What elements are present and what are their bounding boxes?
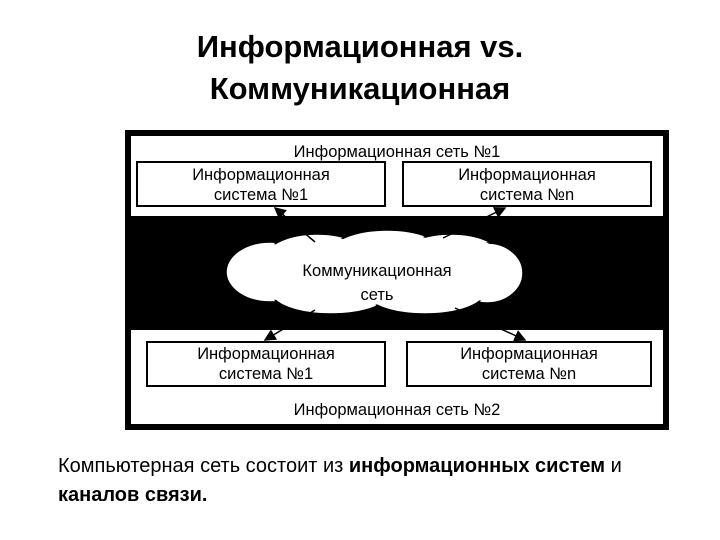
arrow-to-top-right <box>442 207 507 239</box>
info-system-bottom-left-line1: Информационная <box>197 345 335 363</box>
caption-part-1: Компьютерная сеть состоит из <box>58 455 349 477</box>
title-line-2: Коммуникационная <box>209 71 511 106</box>
arrow-to-bottom-left <box>263 309 316 341</box>
info-system-top-right-line2: система №n <box>480 186 574 204</box>
info-system-bottom-right-line2: система №n <box>482 365 576 383</box>
caption-bold-1: информационных систем <box>348 455 606 477</box>
title-line-1: Информационная vs. <box>196 29 524 64</box>
info-network-2-label: Информационная сеть №2 <box>294 401 501 419</box>
cloud-label-line2: сеть <box>360 286 393 304</box>
arrow-to-top-left <box>273 207 316 243</box>
arrow-to-bottom-right <box>454 307 527 342</box>
info-network-1-label: Информационная сеть №1 <box>294 143 501 161</box>
caption-bold-2: каналов связи <box>58 484 202 506</box>
info-system-top-right-line1: Информационная <box>458 166 596 184</box>
page-title: Информационная vs. Коммуникационная <box>0 26 720 110</box>
info-system-top-right: Информационная система №n <box>402 161 652 207</box>
caption-part-2: и <box>605 455 622 477</box>
communication-network-cloud: Коммуникационная сеть <box>225 229 524 315</box>
caption-part-3: . <box>201 484 208 506</box>
caption-text: Компьютерная сеть состоит из информацион… <box>58 452 678 510</box>
info-system-top-left-line1: Информационная <box>192 166 330 184</box>
info-system-top-left: Информационная система №1 <box>136 161 386 207</box>
info-system-top-left-line2: система №1 <box>214 186 308 204</box>
info-system-bottom-right-line1: Информационная <box>460 345 598 363</box>
info-system-bottom-left: Информационная система №1 <box>146 341 386 387</box>
cloud-label-line1: Коммуникационная <box>302 262 451 280</box>
info-system-bottom-right: Информационная система №n <box>406 341 652 387</box>
network-diagram: Информационная сеть №1 Информационная си… <box>125 130 669 430</box>
info-system-bottom-left-line2: система №1 <box>219 365 313 383</box>
